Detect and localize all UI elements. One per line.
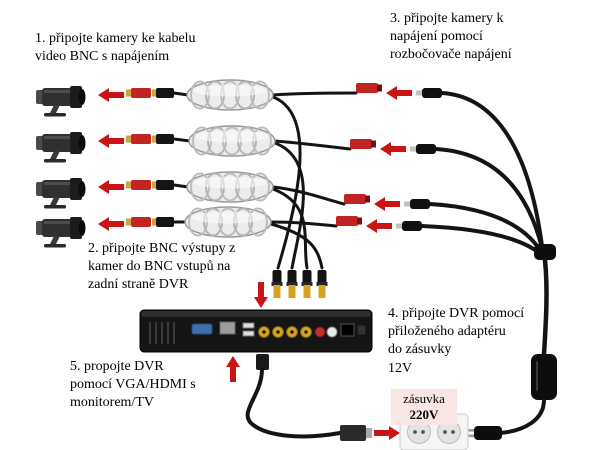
camera-group bbox=[36, 86, 86, 248]
step-1-text: 1. připojte kamery ke kabelu video BNC s… bbox=[35, 31, 196, 65]
dc-connector-row2 bbox=[126, 134, 151, 144]
cable-coil-4 bbox=[184, 206, 272, 238]
cable-coil-3 bbox=[186, 171, 274, 203]
step-2-text: 2. připojte BNC výstupy z kamer do BNC v… bbox=[88, 241, 236, 293]
cable-coil-1 bbox=[186, 79, 274, 111]
power-splitter-connections bbox=[336, 83, 442, 233]
step-5-text: 5. propojte DVR pomocí VGA/HDMI s monito… bbox=[70, 359, 196, 411]
dvr-ethernet-port bbox=[219, 321, 236, 335]
camera-2 bbox=[36, 132, 86, 163]
step-4-text: 4. připojte DVR pomocí přiloženého adapt… bbox=[388, 306, 525, 376]
cable-coils bbox=[184, 79, 276, 238]
dvr-bnc-ports bbox=[258, 326, 312, 338]
dc-female-row4 bbox=[336, 216, 362, 226]
vga-cable bbox=[226, 354, 400, 441]
cable-coil-2 bbox=[188, 125, 276, 157]
bnc-plug-3 bbox=[301, 270, 313, 298]
power-splitter bbox=[420, 91, 557, 435]
dvr-power-switch bbox=[356, 324, 367, 336]
bnc-connector-row3 bbox=[152, 180, 174, 190]
bnc-plug-4 bbox=[316, 270, 328, 298]
arrow-to-camera-4-icon bbox=[98, 217, 124, 231]
vga-connector-dvr-end bbox=[256, 354, 269, 370]
step-3-text: 3. připojte kamery k napájení pomocí roz… bbox=[390, 11, 512, 63]
splitter-plug-1 bbox=[416, 88, 442, 98]
dc-female-row2 bbox=[350, 139, 376, 149]
dvr-vga-port bbox=[191, 323, 213, 335]
power-cables bbox=[269, 91, 358, 228]
arrow-to-camera-2-icon bbox=[98, 134, 124, 148]
dvr-usb-port-1 bbox=[242, 322, 255, 329]
dc-female-row3 bbox=[344, 194, 370, 204]
bnc-plug-2 bbox=[286, 270, 298, 298]
dc-connector-row3 bbox=[126, 180, 151, 190]
camera-4 bbox=[36, 217, 86, 248]
bnc-connector-row2 bbox=[152, 134, 174, 144]
camera-arrows bbox=[98, 88, 124, 231]
dvr-vent-grille bbox=[149, 322, 175, 344]
outlet-label: zásuvka 220V bbox=[391, 389, 457, 426]
outlet-label-name: zásuvka bbox=[403, 391, 445, 406]
arrow-splitter-2-icon bbox=[380, 142, 406, 156]
splitter-plug-3 bbox=[404, 199, 430, 209]
dvr-audio-port-white bbox=[326, 326, 338, 338]
arrow-splitter-4-icon bbox=[366, 219, 392, 233]
bnc-connector-row4 bbox=[152, 217, 174, 227]
camera-3 bbox=[36, 178, 86, 209]
vga-connector-monitor-end bbox=[340, 425, 366, 441]
camera-cable-connectors bbox=[126, 88, 192, 227]
outlet-label-voltage: 220V bbox=[409, 406, 439, 422]
bnc-connector-row1 bbox=[152, 88, 174, 98]
splitter-plug-4 bbox=[396, 221, 422, 231]
dc-connector-row4 bbox=[126, 217, 151, 227]
dvr-power-inlet bbox=[340, 323, 355, 337]
arrow-to-monitor-icon bbox=[374, 426, 400, 440]
dc-connector-row1 bbox=[126, 88, 151, 98]
arrow-to-camera-3-icon bbox=[98, 180, 124, 194]
camera-1 bbox=[36, 86, 86, 117]
wall-plug bbox=[465, 426, 502, 440]
dvr bbox=[139, 309, 373, 353]
splitter-plug-2 bbox=[410, 144, 436, 154]
arrow-to-camera-1-icon bbox=[98, 88, 124, 102]
arrow-splitter-1-icon bbox=[386, 86, 412, 100]
arrow-splitter-3-icon bbox=[374, 197, 400, 211]
dvr-audio-port-red bbox=[314, 326, 326, 338]
dc-female-row1 bbox=[356, 83, 382, 93]
dvr-usb-port-2 bbox=[242, 330, 255, 337]
